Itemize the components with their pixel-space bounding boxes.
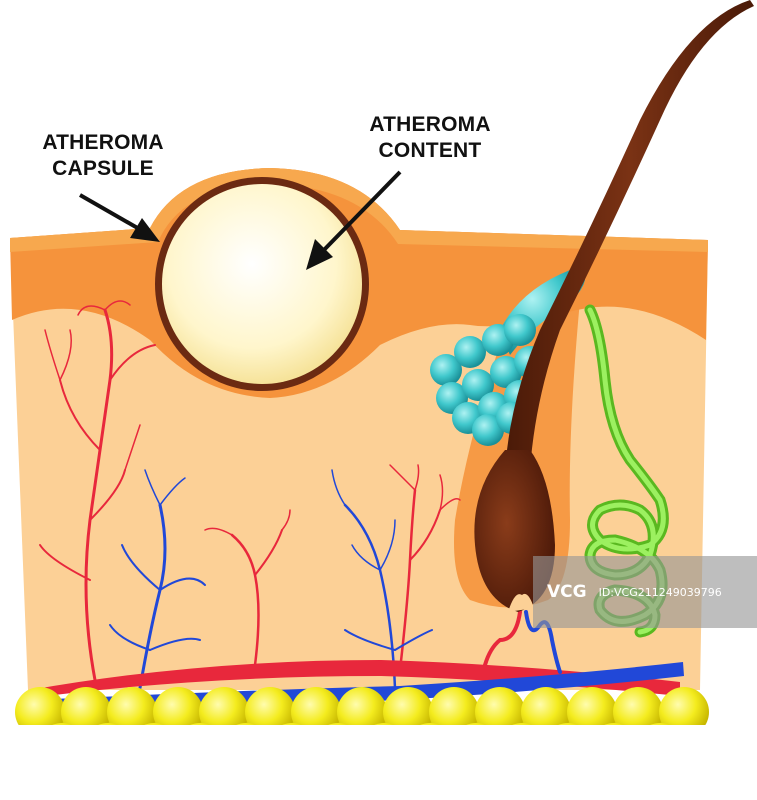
fat-cell (429, 759, 479, 800)
fat-layer (15, 687, 709, 800)
watermark: VCG ID:VCG211249039796 (533, 556, 757, 628)
fat-cell (337, 687, 387, 725)
fat-cell (604, 723, 624, 725)
fat-cell (52, 723, 72, 725)
fat-cell (15, 687, 65, 725)
fat-cell (245, 687, 295, 725)
fat-cell (190, 723, 210, 725)
fat-cell (512, 723, 532, 725)
fat-cell (61, 687, 111, 725)
pointer-arrows (79, 170, 402, 270)
vein-branches (109, 469, 433, 690)
fat-cell (466, 723, 486, 725)
atheroma-content-label: ATHEROMA CONTENT (369, 113, 491, 162)
fat-cell (291, 687, 341, 725)
follicle-artery (483, 610, 522, 667)
fat-cell (383, 687, 433, 725)
atheroma-content (162, 184, 362, 384)
fat-cell (107, 687, 157, 725)
fat-cell (429, 687, 479, 725)
sebaceous-cell (504, 314, 536, 346)
atheroma-capsule-label: ATHEROMA CAPSULE (42, 131, 164, 180)
fat-cell (337, 759, 387, 800)
sebaceous-cell (462, 369, 494, 401)
hair-shaft (505, 0, 754, 470)
fat-cell (613, 759, 663, 800)
fat-cell (107, 759, 157, 800)
fat-cell (383, 759, 433, 800)
fat-cell (236, 723, 256, 725)
artery-branches (39, 300, 461, 682)
sebaceous-cell (430, 354, 462, 386)
fat-cell (199, 759, 249, 800)
fat-cell (199, 687, 249, 725)
fat-cell (567, 759, 617, 800)
artery-main (30, 660, 680, 698)
fat-cell (291, 759, 341, 800)
fat-cell (328, 723, 348, 725)
fat-cell (521, 687, 571, 725)
fat-cell (558, 723, 578, 725)
fat-cell (98, 723, 118, 725)
fat-cell (521, 759, 571, 800)
fat-cell (245, 759, 295, 800)
fat-cell (659, 687, 709, 725)
watermark-id: ID:VCG211249039796 (598, 585, 722, 599)
fat-cell (613, 687, 663, 725)
fat-cell (659, 759, 709, 800)
sebaceous-cell (490, 356, 522, 388)
fat-cell (61, 759, 111, 800)
fat-cell (475, 687, 525, 725)
fat-cell (153, 759, 203, 800)
fat-cell (374, 723, 394, 725)
watermark-logo: VCG (547, 582, 587, 602)
fat-cell (650, 723, 670, 725)
sebaceous-cell (472, 414, 504, 446)
fat-cell (567, 687, 617, 725)
stratum-corneum (10, 168, 708, 252)
fat-cell (475, 759, 525, 800)
fat-cell (15, 759, 65, 800)
fat-cell (282, 723, 302, 725)
fat-cell (153, 687, 203, 725)
sebaceous-cell (454, 336, 486, 368)
fat-cell (144, 723, 164, 725)
fat-cell (420, 723, 440, 725)
dermal-papilla (508, 593, 534, 612)
